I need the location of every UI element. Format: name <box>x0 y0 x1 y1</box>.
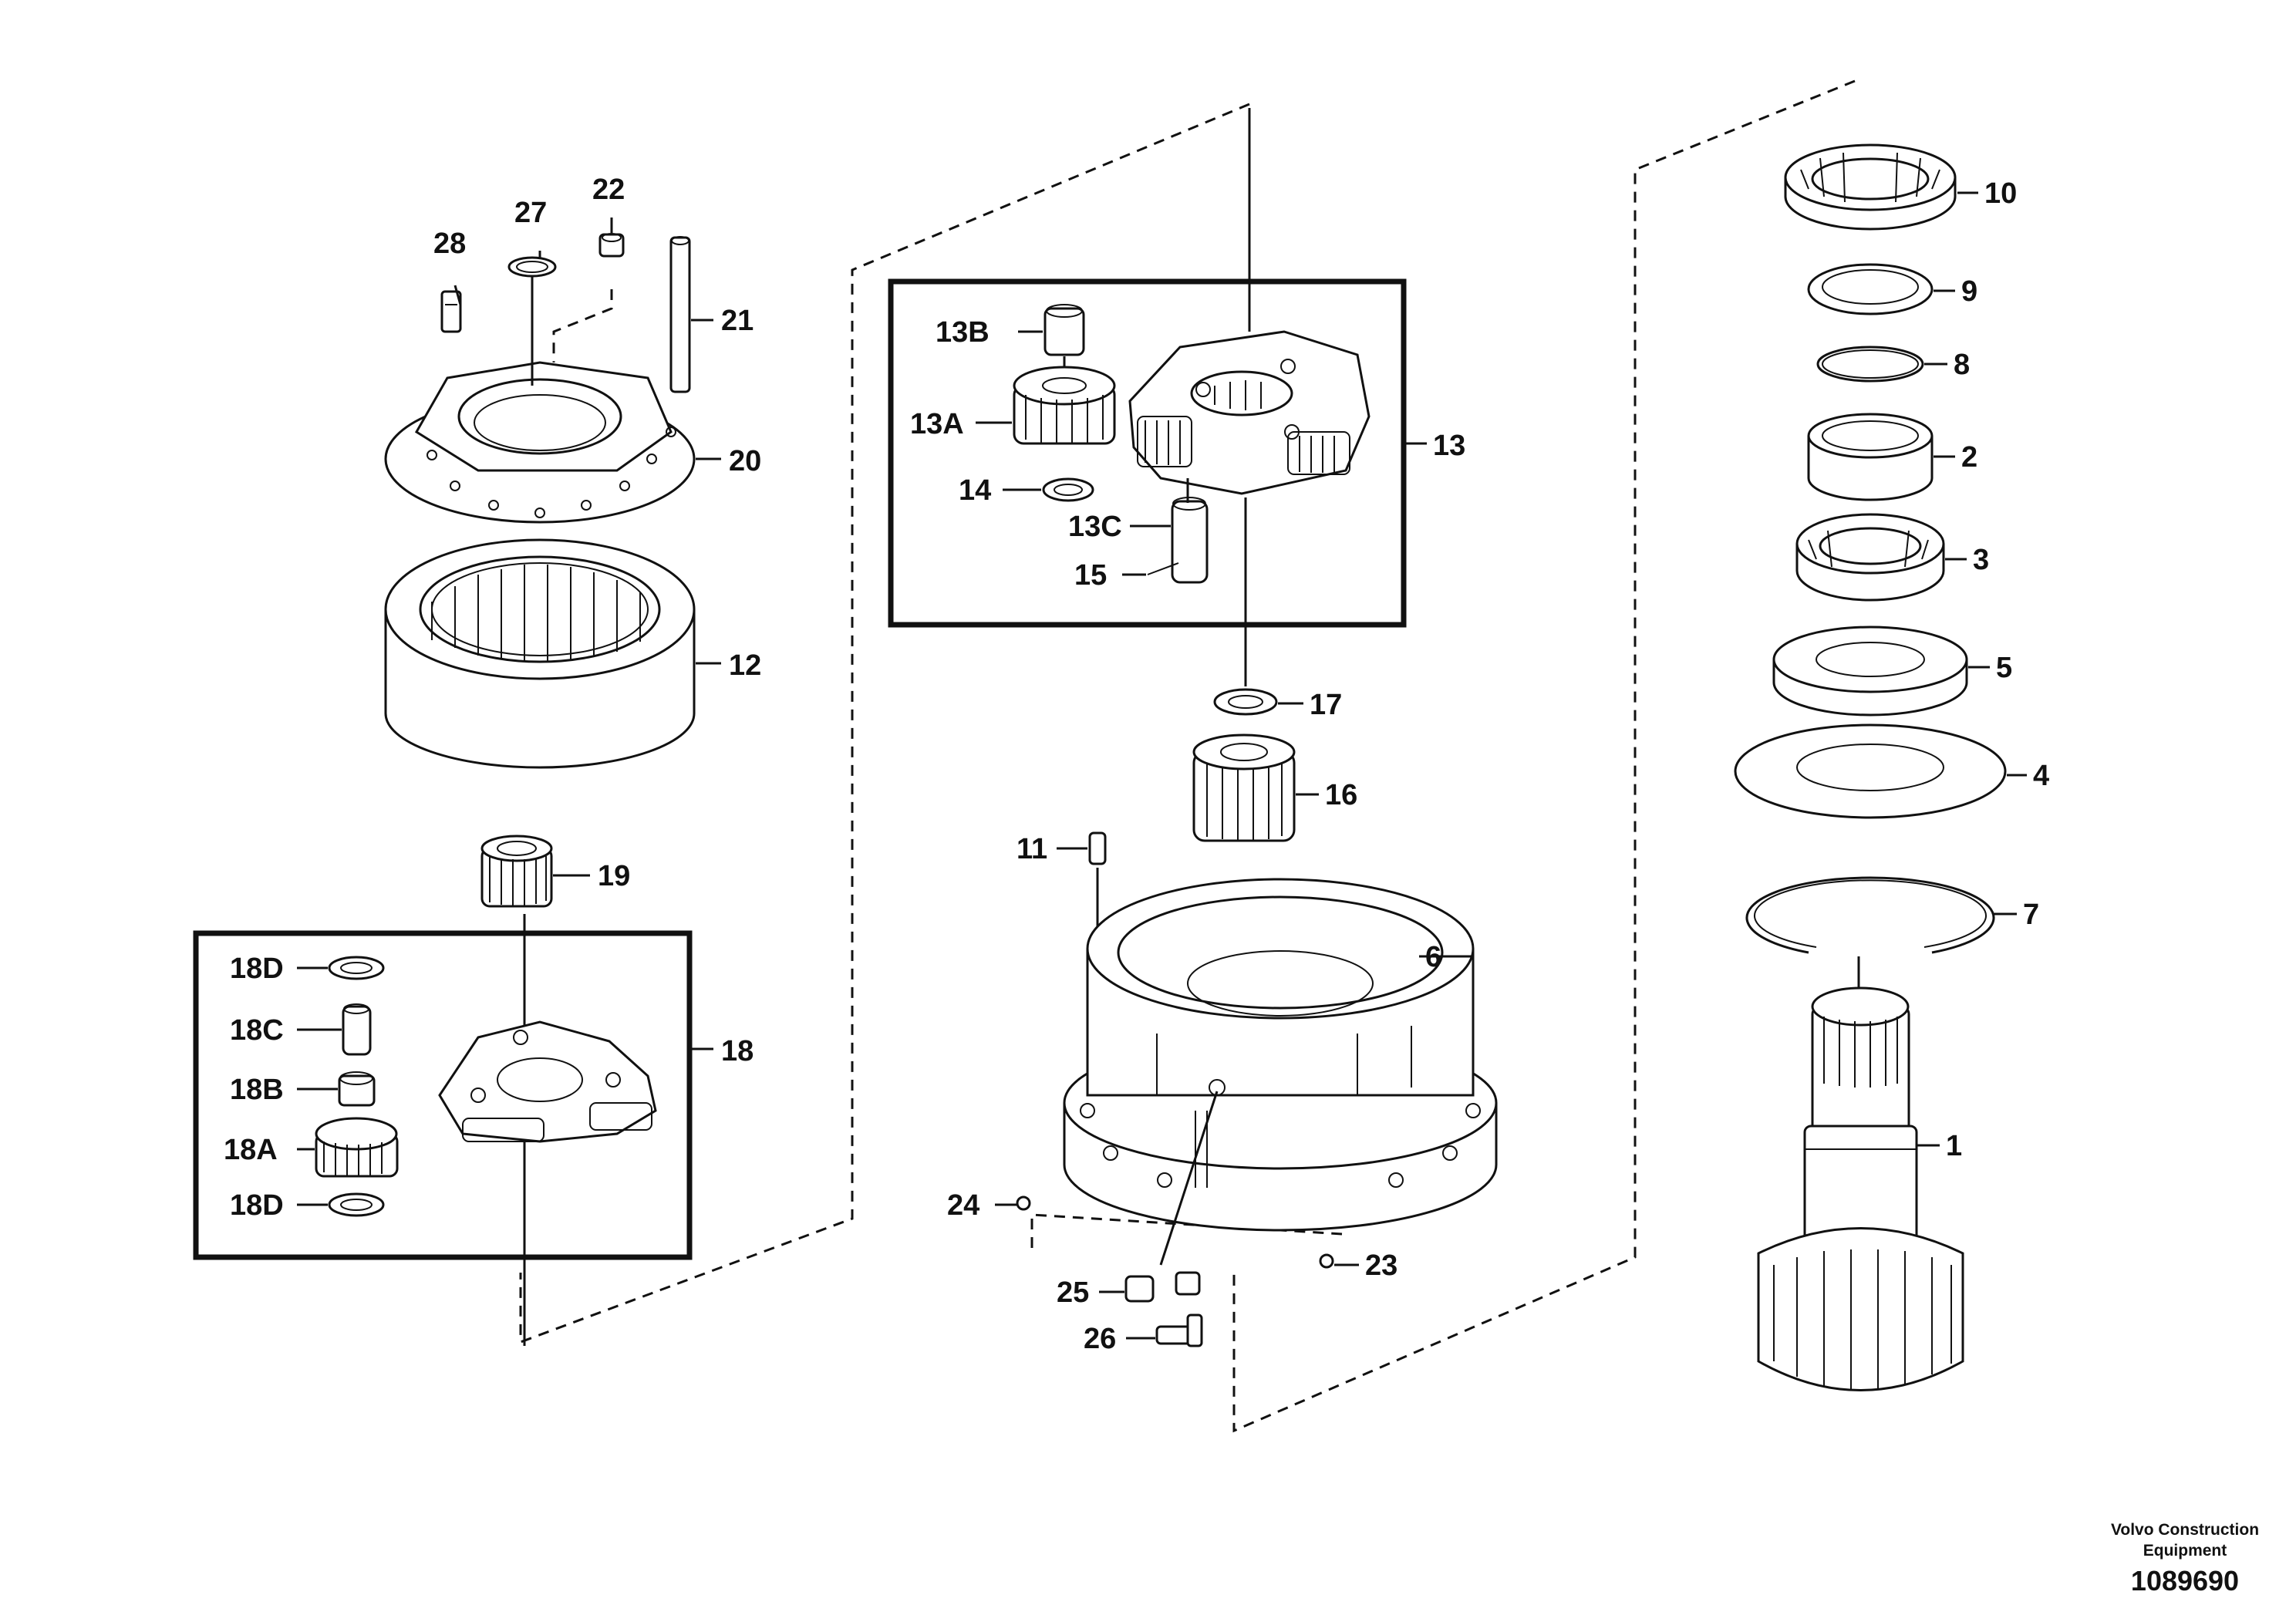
sun-gear-19 <box>480 835 553 908</box>
label-11: 11 <box>1017 833 1047 865</box>
fitting-25 <box>1124 1271 1201 1303</box>
plug-22 <box>598 233 625 258</box>
planet-gear-13a <box>1013 366 1116 445</box>
label-28: 28 <box>433 228 466 260</box>
pinion-shaft-1 <box>1757 986 1964 1391</box>
label-7: 7 <box>2023 899 2039 931</box>
housing-6 <box>1063 878 1498 1232</box>
plug-24 <box>1016 1195 1031 1211</box>
snap-ring-7 <box>1745 876 1995 954</box>
carrier-plate-18 <box>438 1020 657 1143</box>
label-13a: 13A <box>910 408 964 440</box>
label-17: 17 <box>1310 689 1342 721</box>
roll-pin-15 <box>1147 562 1179 575</box>
illustration-number: 1089690 <box>2131 1565 2239 1597</box>
pin-13b <box>1043 304 1085 356</box>
label-14: 14 <box>959 474 991 507</box>
label-13b: 13B <box>936 316 990 349</box>
publisher-credit: Volvo Construction Equipment 1089690 <box>2111 1521 2259 1597</box>
ring-gear-12 <box>384 538 696 769</box>
label-12: 12 <box>729 649 761 682</box>
label-6: 6 <box>1425 941 1441 973</box>
leader-lines <box>297 191 2027 1340</box>
label-3: 3 <box>1973 544 1989 576</box>
dowel-pin-11 <box>1088 831 1107 865</box>
washer-18d-bottom <box>328 1192 385 1217</box>
label-10: 10 <box>1984 177 2017 210</box>
label-18a: 18A <box>224 1134 278 1166</box>
label-26: 26 <box>1084 1323 1116 1355</box>
washer-14 <box>1042 477 1094 502</box>
label-18d-bottom: 18D <box>230 1189 284 1222</box>
label-24: 24 <box>947 1189 979 1222</box>
label-25: 25 <box>1057 1276 1089 1309</box>
label-9: 9 <box>1961 275 1977 308</box>
label-21: 21 <box>721 305 754 337</box>
label-20: 20 <box>729 445 761 477</box>
assembly-guide-lines <box>519 79 1856 1433</box>
label-18c: 18C <box>230 1014 284 1047</box>
label-13: 13 <box>1433 430 1465 462</box>
label-18b: 18B <box>230 1074 284 1106</box>
credit-line-1: Volvo Construction <box>2111 1521 2259 1539</box>
bushing-18b <box>338 1071 376 1107</box>
carrier-assembly-box-13 <box>888 278 1407 628</box>
seal-5 <box>1772 626 1968 717</box>
label-5: 5 <box>1996 652 2012 684</box>
label-4: 4 <box>2033 760 2049 792</box>
label-13c: 13C <box>1068 511 1122 543</box>
label-8: 8 <box>1954 349 1970 381</box>
sun-gear-16 <box>1192 733 1296 842</box>
label-1: 1 <box>1946 1130 1962 1162</box>
snap-ring-8 <box>1816 346 1924 383</box>
long-bolt-21 <box>669 236 691 393</box>
bearing-3 <box>1795 513 1945 602</box>
fitting-26 <box>1155 1313 1203 1347</box>
label-16: 16 <box>1325 779 1357 811</box>
plate-4 <box>1734 723 2007 819</box>
pin-18c <box>342 1003 372 1056</box>
label-18: 18 <box>721 1035 754 1067</box>
bearing-10 <box>1784 143 1957 231</box>
ring-9 <box>1807 263 1934 315</box>
spacer-2 <box>1807 413 1934 501</box>
label-19: 19 <box>598 860 630 892</box>
cover-plate-20 <box>384 361 696 524</box>
part-labels: 28 27 22 21 20 12 19 18 18D 18C 18B 18A … <box>224 174 2049 1355</box>
o-ring-27 <box>507 256 557 278</box>
washer-17 <box>1213 688 1278 716</box>
bolt-28 <box>440 290 462 333</box>
pin-13c <box>1171 497 1209 584</box>
label-15: 15 <box>1074 559 1107 592</box>
label-22: 22 <box>592 174 625 206</box>
carrier-13 <box>1128 330 1371 495</box>
label-2: 2 <box>1961 441 1977 474</box>
credit-line-2: Equipment <box>2143 1542 2227 1560</box>
washer-18d-top <box>328 956 385 980</box>
label-18d-top: 18D <box>230 953 284 985</box>
carrier-assembly-box-18 <box>193 930 693 1260</box>
plug-23 <box>1319 1253 1334 1269</box>
label-27: 27 <box>514 197 547 229</box>
planet-gear-18a <box>315 1117 399 1178</box>
label-23: 23 <box>1365 1249 1397 1282</box>
